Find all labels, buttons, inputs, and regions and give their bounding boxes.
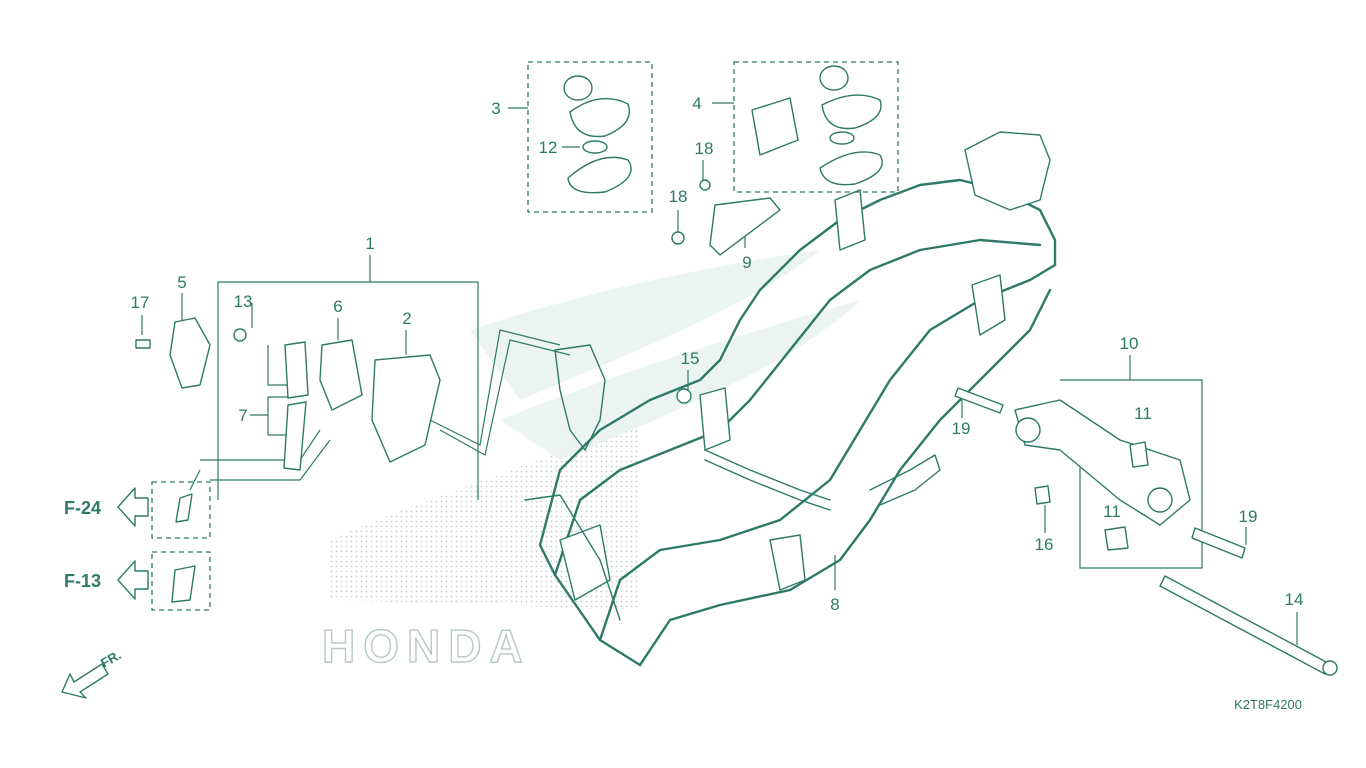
leader-lines [141, 61, 1298, 645]
ref-label-f13[interactable]: F-13 [64, 571, 101, 591]
callout-12[interactable]: 12 [539, 138, 558, 157]
callout-17[interactable]: 17 [131, 293, 150, 312]
callout-14[interactable]: 14 [1285, 590, 1304, 609]
callouts: 1 2 3 4 5 6 7 8 9 10 11 11 12 13 14 15 1… [131, 94, 1304, 614]
callout-18-lower[interactable]: 18 [669, 187, 688, 206]
callout-11-upper[interactable]: 11 [1134, 404, 1152, 423]
callout-16[interactable]: 16 [1035, 535, 1054, 554]
callout-6[interactable]: 6 [333, 297, 342, 316]
parts [135, 65, 1338, 676]
callout-18-upper[interactable]: 18 [695, 139, 714, 158]
drawing-code: K2T8F4200 [1234, 697, 1302, 712]
callout-5[interactable]: 5 [177, 273, 186, 292]
reference-boxes: F-24 F-13 [64, 481, 211, 611]
callout-11-lower[interactable]: 11 [1103, 502, 1121, 521]
ref-label-f24[interactable]: F-24 [64, 498, 101, 518]
callout-3[interactable]: 3 [491, 99, 500, 118]
callout-8[interactable]: 8 [830, 595, 839, 614]
watermark-text: HONDA [322, 620, 531, 672]
frame-body [524, 131, 1057, 667]
callout-9[interactable]: 9 [742, 253, 751, 272]
callout-15[interactable]: 15 [681, 349, 700, 368]
callout-1[interactable]: 1 [365, 234, 374, 253]
callout-19-right[interactable]: 19 [1239, 507, 1258, 526]
callout-19-left[interactable]: 19 [952, 419, 971, 438]
callout-2[interactable]: 2 [402, 309, 411, 328]
callout-4[interactable]: 4 [692, 94, 701, 113]
arrow-left-icon [117, 487, 149, 527]
callout-10[interactable]: 10 [1120, 334, 1139, 353]
callout-7[interactable]: 7 [238, 406, 247, 425]
callout-13[interactable]: 13 [234, 292, 253, 311]
front-arrow-icon [61, 663, 109, 699]
arrow-left-icon [117, 560, 149, 600]
front-direction-indicator: FR. [61, 647, 124, 699]
